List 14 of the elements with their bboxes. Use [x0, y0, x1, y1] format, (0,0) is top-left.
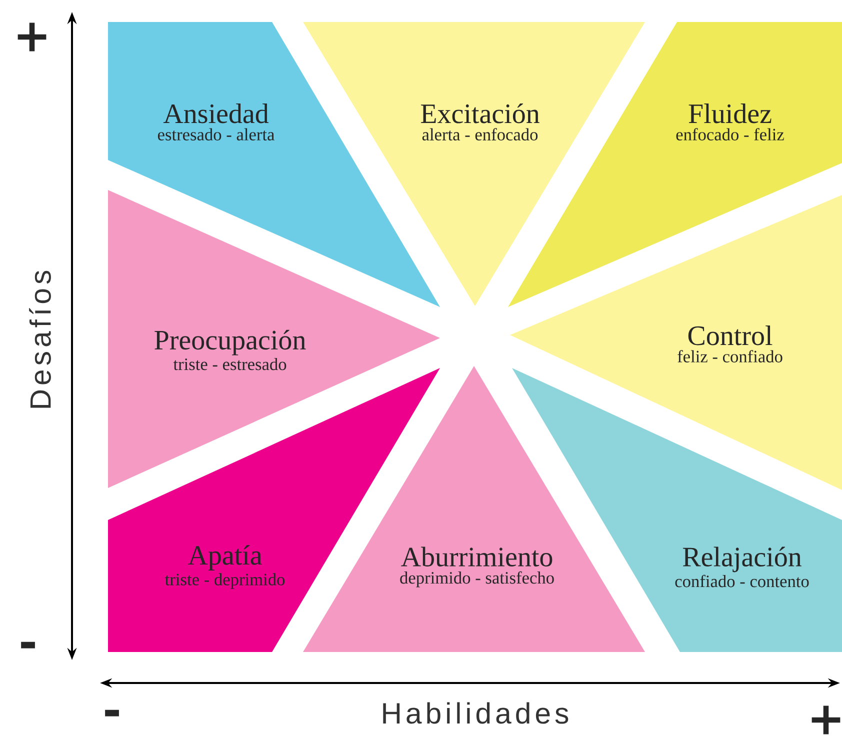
sign: + — [812, 706, 840, 734]
sign: + — [18, 22, 46, 52]
sector-label: Preocupación triste - estresado — [154, 330, 306, 370]
sign: - — [105, 710, 119, 716]
axis-title: Desafíos — [29, 270, 51, 408]
axis-title: Habilidades — [383, 702, 568, 724]
sector-label: Aburrimiento deprimido - satisfecho — [400, 546, 554, 588]
sector-label: Fluidez enfocado - feliz — [676, 104, 784, 140]
sector-label: Relajación confiado - contento — [675, 546, 809, 588]
sign: - — [21, 642, 35, 648]
sector-label: Apatía triste - deprimido — [165, 545, 285, 589]
sector-label: Control feliz - confiado — [678, 326, 782, 362]
sector-label: Ansiedad estresado - alerta — [158, 104, 274, 140]
sector-label: Excitación alerta - enfocado — [420, 104, 540, 140]
